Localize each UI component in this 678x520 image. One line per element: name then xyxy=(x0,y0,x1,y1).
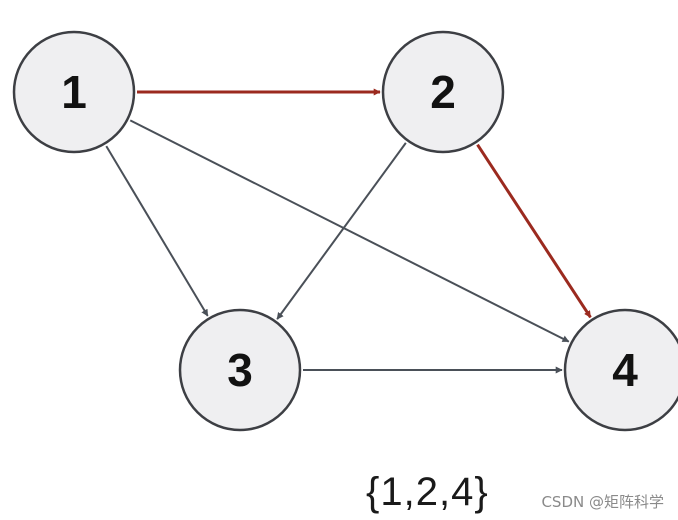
edge-1-3 xyxy=(105,145,209,317)
edge-2-3 xyxy=(276,142,407,320)
path-label: {1,2,4} xyxy=(366,470,489,514)
node-4: 4 xyxy=(563,308,678,432)
edge-2-4 xyxy=(476,143,592,319)
node-circle xyxy=(178,308,302,432)
watermark: CSDN @矩阵科学 xyxy=(541,493,664,511)
edges-layer xyxy=(105,88,592,374)
nodes-layer: 1 2 3 4 xyxy=(12,30,678,432)
node-circle xyxy=(381,30,505,154)
node-label: 2 xyxy=(430,66,456,118)
node-circle xyxy=(12,30,136,154)
node-label: 1 xyxy=(61,66,87,118)
node-1: 1 xyxy=(12,30,136,154)
node-3: 3 xyxy=(178,308,302,432)
node-label: 4 xyxy=(612,344,638,396)
node-circle xyxy=(563,308,678,432)
node-label: 3 xyxy=(227,344,253,396)
node-2: 2 xyxy=(381,30,505,154)
edge-1-4 xyxy=(129,119,570,343)
